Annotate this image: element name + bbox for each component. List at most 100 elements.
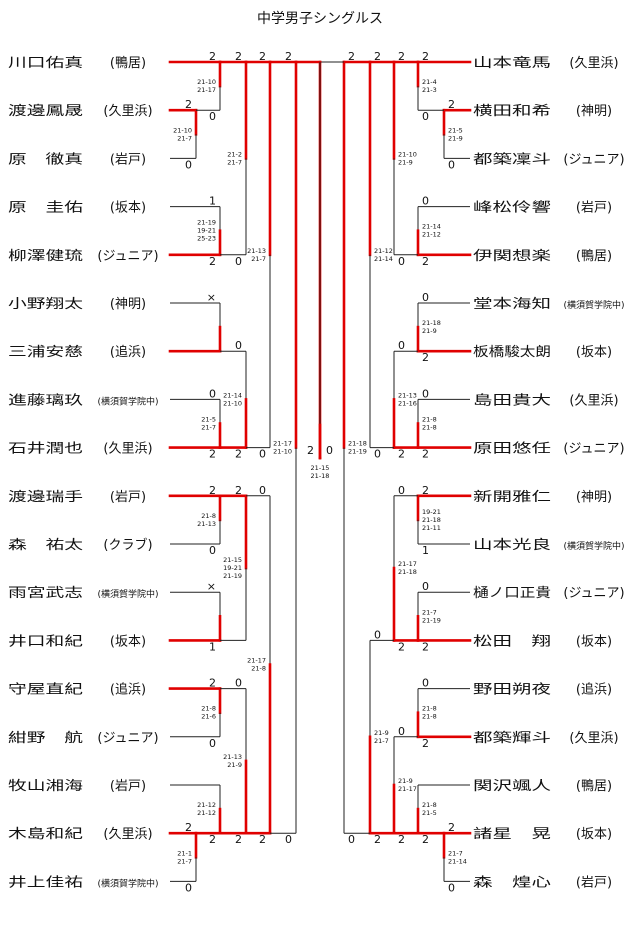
- match-score-a: 0: [398, 484, 405, 497]
- player-entry: 松田 翔(坂本): [473, 634, 612, 649]
- player-name: 新開雅仁: [473, 489, 551, 505]
- set-score: 21-5: [422, 809, 437, 817]
- set-score: 21-10: [197, 78, 216, 86]
- set-score: 21-17: [398, 785, 417, 793]
- set-score: 21-8: [422, 424, 437, 432]
- match-score-a: 0: [422, 677, 429, 690]
- match-score-b: 0: [259, 448, 266, 461]
- set-score: 21-8: [201, 512, 216, 520]
- match-score-a: 0: [422, 580, 429, 593]
- match-score-b: 0: [185, 881, 192, 894]
- set-score: 21-5: [448, 126, 463, 134]
- match-score-a: 0: [235, 339, 242, 352]
- player-team: (坂本): [576, 827, 612, 842]
- match-score-b: 2: [398, 448, 405, 461]
- player-team: (久里浜): [569, 393, 618, 408]
- player-name: 伊関想楽: [473, 248, 551, 264]
- set-score: 21-19: [348, 448, 367, 456]
- set-score: 21-8: [422, 705, 437, 713]
- player-name: 野田朔夜: [473, 683, 551, 698]
- player-name: 井口和紀: [8, 634, 83, 649]
- match-score-b: 0: [209, 544, 216, 557]
- player-team: (坂本): [110, 634, 146, 649]
- match-score-a: 0: [422, 195, 429, 208]
- player-name: 関沢颯人: [473, 779, 551, 794]
- player-entry: 野田朔夜 (追浜): [473, 682, 612, 698]
- match-score-b: 2: [235, 448, 242, 461]
- match-scores: 2021-1021-72021-121-72021-1021-171221-19…: [173, 50, 467, 894]
- match-score-a: 0: [374, 628, 381, 641]
- player-team: (横須賀学院中): [97, 395, 158, 407]
- player-name: 井上佳祐: [8, 875, 83, 890]
- match-score-a: ×: [207, 580, 216, 593]
- set-score: 21-7: [177, 857, 192, 865]
- set-score: 21-10: [223, 399, 242, 407]
- match-score-b: 0: [348, 833, 355, 846]
- player-team: (クラブ): [103, 537, 152, 553]
- player-team: (神明): [110, 297, 146, 312]
- player-entry: 山本竜馬(久里浜): [473, 56, 619, 71]
- player-name: 峰松伶響: [473, 200, 551, 216]
- player-name: 松田 翔: [473, 634, 551, 649]
- player-name: 樋ノ口正貴: [473, 585, 551, 601]
- match-score-a: 2: [259, 50, 266, 63]
- set-score: 21-10: [398, 150, 417, 158]
- player-entry: 木島和紀(久里浜): [8, 827, 153, 842]
- final-set-score: 21-15: [311, 464, 330, 472]
- match-score-b: 0: [398, 255, 405, 268]
- set-score: 21-14: [374, 255, 393, 263]
- set-score: 21-19: [197, 219, 216, 227]
- set-score: 21-17: [247, 657, 266, 665]
- player-entry: 原田悠任(ジュニア): [473, 442, 625, 457]
- set-score: 21-14: [223, 391, 242, 399]
- set-score: 21-9: [374, 729, 389, 737]
- player-entry: 井口和紀 (坂本): [8, 634, 146, 649]
- match-score-b: 2: [235, 833, 242, 846]
- match-score-a: 2: [209, 677, 216, 690]
- player-team: (横須賀学院中): [97, 877, 158, 889]
- match-score-b: 0: [285, 833, 292, 846]
- player-team: (追浜): [576, 682, 612, 698]
- match-score-b: 0: [448, 158, 455, 171]
- player-entry: 石井潤也(久里浜): [8, 442, 153, 457]
- player-entry: 都築輝斗(久里浜): [473, 731, 619, 746]
- set-score: 21-3: [422, 86, 437, 94]
- set-score: 21-18: [422, 319, 441, 327]
- set-score: 21-7: [374, 737, 389, 745]
- set-score: 21-8: [201, 705, 216, 713]
- match-score-b: 2: [422, 448, 429, 461]
- player-entry: 森 祐太(クラブ): [8, 537, 153, 553]
- match-score-a: 2: [422, 484, 429, 497]
- player-entry: 牧山湘海(岩戸): [8, 779, 146, 794]
- set-score: 21-14: [422, 223, 441, 231]
- set-score: 21-7: [227, 158, 242, 166]
- player-name: 渡邊鳳晟: [8, 103, 83, 119]
- set-score: 21-16: [398, 399, 417, 407]
- player-entry: 伊関想楽(鴨居): [473, 248, 612, 264]
- set-score: 21-2: [227, 150, 242, 158]
- player-team: (久里浜): [103, 827, 152, 842]
- player-name: 都築輝斗: [473, 731, 551, 746]
- player-team: (鴨居): [576, 779, 612, 794]
- match-score-a: 2: [422, 50, 429, 63]
- set-score: 21-12: [197, 801, 216, 809]
- set-score: 21-11: [422, 524, 441, 532]
- player-team: (ジュニア): [563, 442, 624, 457]
- match-score-a: 2: [398, 50, 405, 63]
- match-score-a: 2: [185, 821, 192, 834]
- set-score: 21-9: [422, 327, 437, 335]
- set-score: 21-13: [223, 753, 242, 761]
- match-score-a: 2: [185, 98, 192, 111]
- player-entry: 柳澤健琉(ジュニア): [8, 249, 159, 264]
- player-entry: 堂本海知(横須賀学院中): [473, 296, 625, 312]
- match-score-a: 2: [209, 50, 216, 63]
- player-team: (久里浜): [569, 56, 618, 71]
- player-entry: 樋ノ口正貴(ジュニア): [473, 585, 625, 601]
- match-score-b: 2: [422, 255, 429, 268]
- bracket-title: 中学男子シングルス: [257, 11, 383, 27]
- match-score-a: 2: [285, 50, 292, 63]
- set-score: 21-7: [251, 255, 266, 263]
- set-score: 21-17: [197, 86, 216, 94]
- player-name: 島田貴大: [473, 393, 551, 408]
- player-entry: 原 圭佑(坂本): [8, 201, 146, 216]
